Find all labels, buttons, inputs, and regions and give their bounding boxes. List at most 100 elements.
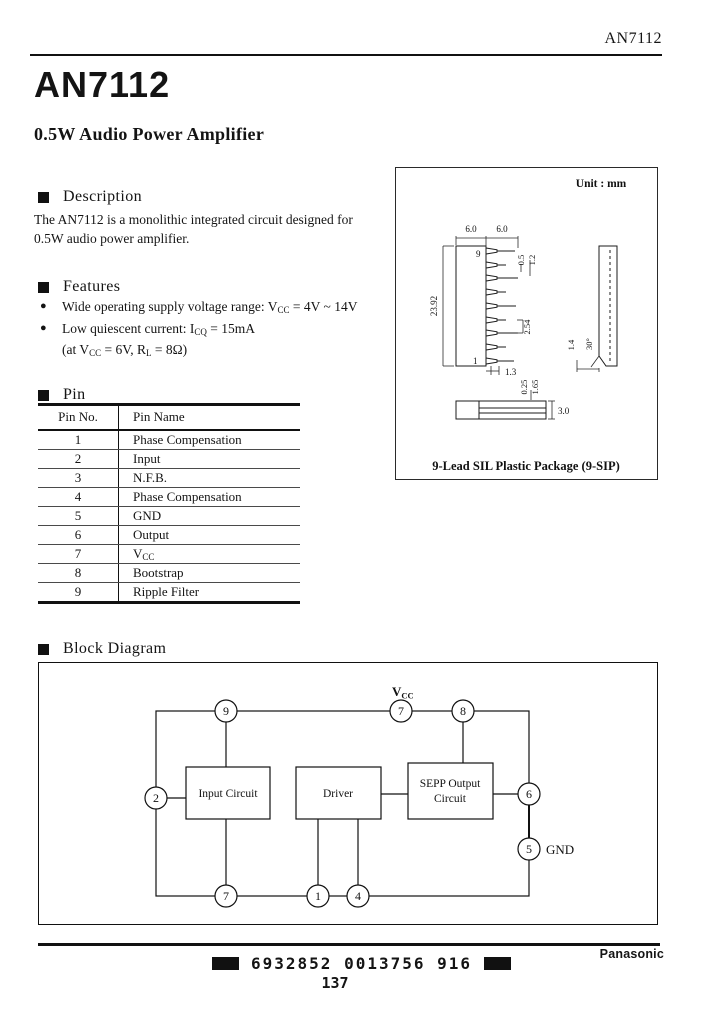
block-diagram: 9 7 8 2 6 5 7 1 4 Input Circuit Driver S…: [144, 684, 574, 908]
pin-circle-8: [451, 699, 475, 723]
square-bullet-icon: [38, 389, 49, 401]
pin-number-cell: 3: [38, 468, 119, 488]
page-subtitle: 0.5W Audio Power Amplifier: [34, 124, 265, 144]
square-bullet-icon: [38, 191, 49, 203]
pin-circle-7-bottom: [214, 884, 238, 908]
pin-name-cell: Bootstrap: [118, 563, 300, 583]
brand-logo: Panasonic: [599, 947, 664, 961]
sepp-output-block: [407, 762, 494, 820]
description-heading-label: Description: [63, 188, 143, 205]
input-circuit-label: Input Circuit: [198, 788, 258, 800]
pin-circle-2: [144, 786, 168, 810]
package-side-view: [598, 245, 618, 367]
footer-rule: [38, 943, 660, 946]
page-title: AN7112: [34, 64, 171, 105]
dimension-lines-bottom: [530, 390, 555, 420]
driver-block: [295, 766, 382, 820]
pin9-marker: 9: [476, 249, 481, 259]
features-list: ● Wide operating supply voltage range: VC…: [40, 298, 410, 363]
dim-lead-w1: 0.5: [516, 255, 526, 266]
pin-circle-6: [517, 782, 541, 806]
dim-pitch: 2.54: [522, 319, 532, 335]
sepp-output-label-line1: SEPP Output: [420, 778, 481, 790]
pin-number-cell: 1: [38, 430, 119, 450]
dim-body-width: 6.0: [465, 224, 477, 234]
pin-number-cell: 7: [38, 544, 119, 564]
package-caption: 9-Lead SIL Plastic Package (9-SIP): [432, 459, 620, 473]
dim-thk1: 0.25: [519, 380, 529, 395]
pin-circle-5: [517, 837, 541, 861]
pin-number-cell: 9: [38, 582, 119, 604]
package-outline-drawing: Unit : mm 6.0 6.0 23.92 0.5 1.2 2.54 1.3…: [429, 178, 627, 473]
package-body-front: [455, 245, 487, 367]
pin-name-cell: Phase Compensation: [118, 487, 300, 507]
block-diagram-panel: 9 7 8 2 6 5 7 1 4 Input Circuit Driver S…: [38, 662, 658, 925]
feature-item: (at VCC = 6V, RL = 8Ω): [40, 341, 410, 363]
pin-number: 7: [398, 704, 404, 718]
pin-number-cell: 6: [38, 525, 119, 545]
vcc-label: VCC: [392, 684, 414, 701]
pin-name-cell: VCC: [118, 544, 300, 564]
block-diagram-heading-label: Block Diagram: [63, 640, 167, 657]
pin-number: 8: [460, 704, 466, 718]
pin-number: 2: [153, 791, 159, 805]
description-line: 0.5W audio power amplifier.: [34, 231, 190, 246]
dim-body-height: 23.92: [429, 296, 439, 316]
features-heading: Features: [38, 278, 120, 296]
pin-name-cell: Input: [118, 449, 300, 469]
dim-angle: 30°: [584, 338, 594, 350]
barcode-line: 6932852 0013756 916: [212, 954, 512, 973]
header-rule: [30, 54, 662, 56]
block-diagram-heading: Block Diagram: [38, 640, 166, 658]
pin-number-cell: 2: [38, 449, 119, 469]
dim-thk2: 1.65: [530, 380, 540, 395]
table-header-row: Pin No. Pin Name: [38, 404, 300, 431]
pin-circle-9: [214, 699, 238, 723]
driver-label: Driver: [323, 788, 353, 800]
pin-name-cell: Output: [118, 525, 300, 545]
description-line: The AN7112 is a monolithic integrated ci…: [34, 212, 353, 227]
square-bullet-icon: [38, 643, 49, 655]
input-circuit-block: [185, 766, 271, 820]
barcode-block-icon: [484, 957, 512, 970]
dim-lead-w2: 1.2: [527, 255, 537, 266]
pin-number-cell: 5: [38, 506, 119, 526]
circle-bullet-icon: ●: [40, 321, 47, 334]
header-part-number: AN7112: [604, 30, 662, 47]
barcode-block-icon: [212, 957, 239, 970]
pin-name-cell: N.F.B.: [118, 468, 300, 488]
pin-circle-4: [346, 884, 370, 908]
description-heading: Description: [38, 188, 142, 206]
dim-lead-span: 6.0: [496, 224, 508, 234]
feature-item: ● Low quiescent current: ICQ = 15mA: [40, 320, 410, 342]
pin1-marker: 1: [473, 356, 478, 366]
pin-name-cell: Ripple Filter: [118, 582, 300, 604]
dim-side-lead: 1.4: [566, 339, 576, 350]
unit-label: Unit : mm: [576, 178, 627, 190]
pin-number: 4: [355, 889, 361, 903]
description-body: The AN7112 is a monolithic integrated ci…: [34, 210, 399, 248]
feature-text: Wide operating supply voltage range: VCC…: [62, 299, 358, 315]
pin-name-cell: GND: [118, 506, 300, 526]
package-bottom-view: [455, 400, 547, 420]
circle-bullet-icon: ●: [40, 300, 47, 312]
barcode-text: 6932852 0013756 916: [251, 954, 473, 973]
feature-text: Low quiescent current: ICQ = 15mA: [62, 320, 255, 337]
column-header-pin-name: Pin Name: [118, 404, 300, 431]
pin-number-cell: 4: [38, 487, 119, 507]
pin-number-cell: 8: [38, 563, 119, 583]
square-bullet-icon: [38, 281, 49, 293]
pin-name-cell: Phase Compensation: [118, 430, 300, 450]
pin-circle-1: [306, 884, 330, 908]
